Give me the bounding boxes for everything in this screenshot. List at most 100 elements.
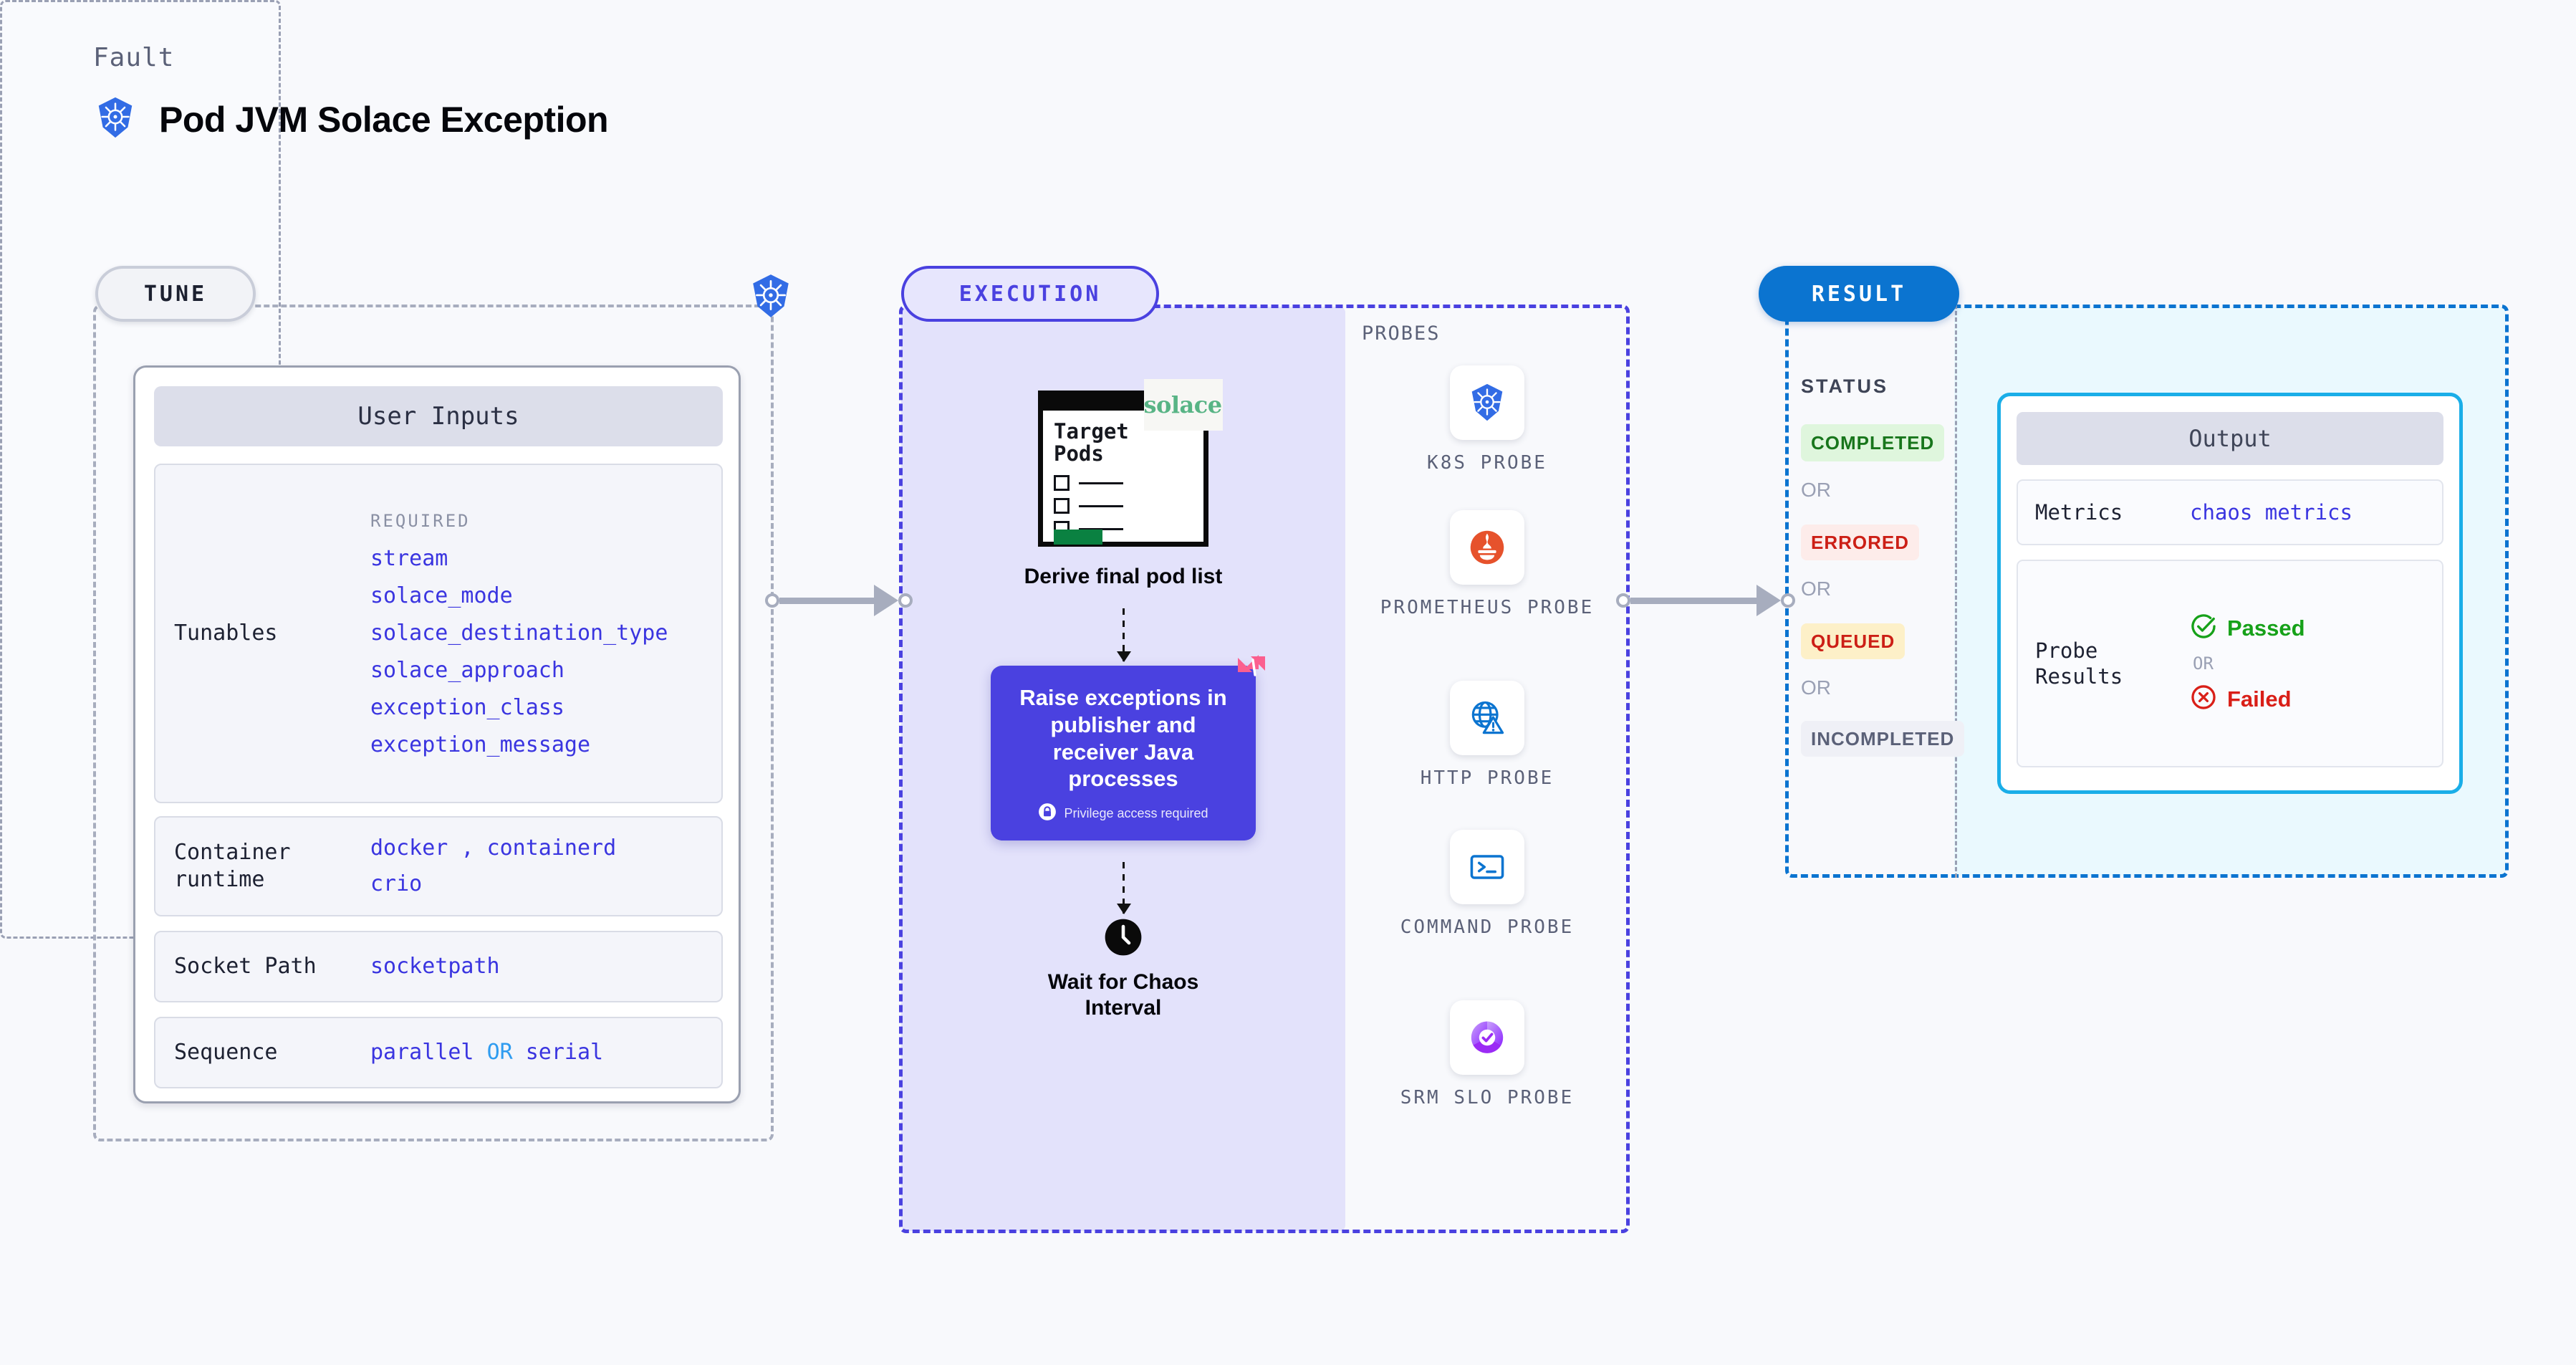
metrics-value[interactable]: chaos metrics (2190, 500, 2352, 525)
kubernetes-icon (747, 272, 794, 320)
checkbox-icon (1054, 498, 1070, 514)
connector-dot (765, 593, 779, 608)
socketpath-value[interactable]: socketpath (370, 954, 500, 979)
check-circle-icon (2190, 613, 2217, 643)
or-label: OR (2193, 653, 2214, 674)
connector-arrowhead (874, 585, 898, 616)
clock-icon (1102, 916, 1144, 958)
privilege-note-text: Privilege access required (1064, 806, 1208, 821)
tunable-stream[interactable]: stream (370, 546, 448, 571)
probe-label: K8S PROBE (1427, 452, 1547, 474)
checkbox-icon (1054, 475, 1070, 491)
probe-item-http[interactable]: HTTP PROBE (1347, 681, 1628, 791)
slo-donut-check-icon (1450, 1000, 1524, 1075)
result-panel (1785, 305, 2509, 878)
sequence-separator: OR (486, 1040, 513, 1065)
row-label: Socket Path (174, 953, 317, 979)
execution-flow-column: Target Pods solace Derive final pod list… (901, 305, 1345, 1021)
status-subpanel (1785, 305, 1957, 878)
execution-pill-label: EXECUTION (901, 266, 1159, 322)
table-row: Sequence parallel OR serial (154, 1017, 723, 1088)
tunable-solace-approach[interactable]: solace_approach (370, 658, 564, 683)
probe-label: PROMETHEUS PROBE (1380, 597, 1595, 618)
result-pill-label: RESULT (1759, 266, 1959, 322)
user-inputs-title: User Inputs (154, 386, 723, 446)
lock-icon (1038, 803, 1057, 825)
probe-item-command[interactable]: COMMAND PROBE (1347, 830, 1628, 940)
step-derive-pod-list-caption: Derive final pod list (1024, 565, 1223, 588)
tunable-solace-mode[interactable]: solace_mode (370, 583, 513, 608)
list-item (1054, 498, 1123, 514)
kubernetes-icon (1450, 365, 1524, 440)
connector-dot (898, 593, 913, 608)
user-inputs-card: User Inputs Tunables REQUIRED stream sol… (133, 365, 741, 1103)
sequence-parallel[interactable]: parallel (370, 1040, 474, 1065)
kubernetes-icon (93, 95, 138, 143)
title-row: Pod JVM Solace Exception (93, 95, 609, 143)
tune-panel (93, 305, 774, 1141)
probe-label: COMMAND PROBE (1400, 916, 1575, 938)
or-label: OR (1801, 578, 1831, 600)
probe-label: SRM SLO PROBE (1400, 1087, 1575, 1108)
status-badge-incompleted: INCOMPLETED (1801, 721, 1965, 757)
page-title: Pod JVM Solace Exception (159, 99, 609, 140)
litmus-icon (1231, 653, 1268, 691)
runtime-containerd[interactable]: containerd (486, 835, 617, 861)
tunable-solace-destination-type[interactable]: solace_destination_type (370, 621, 668, 646)
row-values: parallel OR serial (370, 1042, 721, 1063)
required-tag: REQUIRED (370, 511, 471, 531)
or-label: OR (1801, 676, 1831, 699)
passed-label: Passed (2227, 615, 2305, 641)
target-pods-card: Target Pods solace (1038, 379, 1223, 547)
runtime-crio[interactable]: crio (370, 871, 423, 896)
placeholder-line (1079, 482, 1123, 484)
fault-kicker: Fault (93, 43, 175, 72)
probes-title: PROBES (1362, 322, 1441, 345)
status-badge-errored: ERRORED (1801, 525, 1920, 560)
raise-exceptions-text: Raise exceptions in publisher and receiv… (1019, 685, 1227, 792)
row-label: Metrics (2035, 499, 2123, 525)
table-row: Tunables REQUIRED stream solace_mode sol… (154, 464, 723, 803)
status-badge-queued: QUEUED (1801, 623, 1905, 659)
tunable-exception-message[interactable]: exception_message (370, 732, 591, 757)
connector-execution-to-result (1616, 585, 1795, 616)
globe-warning-icon (1450, 681, 1524, 755)
row-label: Sequence (174, 1039, 278, 1065)
connector-arrowhead (1756, 585, 1781, 616)
row-label: Container runtime (174, 839, 291, 892)
output-title: Output (2017, 412, 2443, 465)
connector-dot (1616, 593, 1630, 608)
connector-dot (1781, 593, 1795, 608)
or-label: OR (1801, 479, 1831, 501)
placeholder-line (1079, 527, 1123, 530)
execution-panel (899, 305, 1630, 1233)
runtime-separator: , (461, 835, 474, 861)
table-row: Metrics chaos metrics (2017, 479, 2443, 545)
row-values: REQUIRED stream solace_mode solace_desti… (370, 511, 721, 756)
page-header: Fault Pod JVM Solace Exception (93, 43, 609, 143)
placeholder-line (1079, 504, 1123, 507)
probe-item-k8s[interactable]: K8S PROBE (1347, 365, 1628, 476)
flow-arrow-down (1116, 862, 1131, 915)
table-row: Socket Path socketpath (154, 931, 723, 1002)
table-row: Container runtime docker , containerd cr… (154, 816, 723, 916)
probe-results-values: Passed OR Failed (2190, 613, 2305, 714)
row-values: socketpath (370, 956, 721, 977)
status-title: STATUS (1801, 375, 1888, 397)
solace-logo: solace (1143, 379, 1223, 431)
row-label: Tunables (174, 620, 278, 646)
sequence-serial[interactable]: serial (525, 1040, 604, 1065)
tune-pill-label: TUNE (95, 266, 256, 322)
list-item (1054, 475, 1123, 491)
raise-exceptions-card: Raise exceptions in publisher and receiv… (991, 655, 1265, 841)
runtime-docker[interactable]: docker (370, 835, 448, 861)
probe-item-prometheus[interactable]: PROMETHEUS PROBE (1347, 510, 1628, 621)
probe-label: HTTP PROBE (1420, 767, 1554, 789)
failed-label: Failed (2227, 686, 2292, 712)
probe-item-srm-slo[interactable]: SRM SLO PROBE (1347, 1000, 1628, 1111)
tunable-exception-class[interactable]: exception_class (370, 695, 564, 720)
probe-result-failed: Failed (2190, 684, 2305, 714)
